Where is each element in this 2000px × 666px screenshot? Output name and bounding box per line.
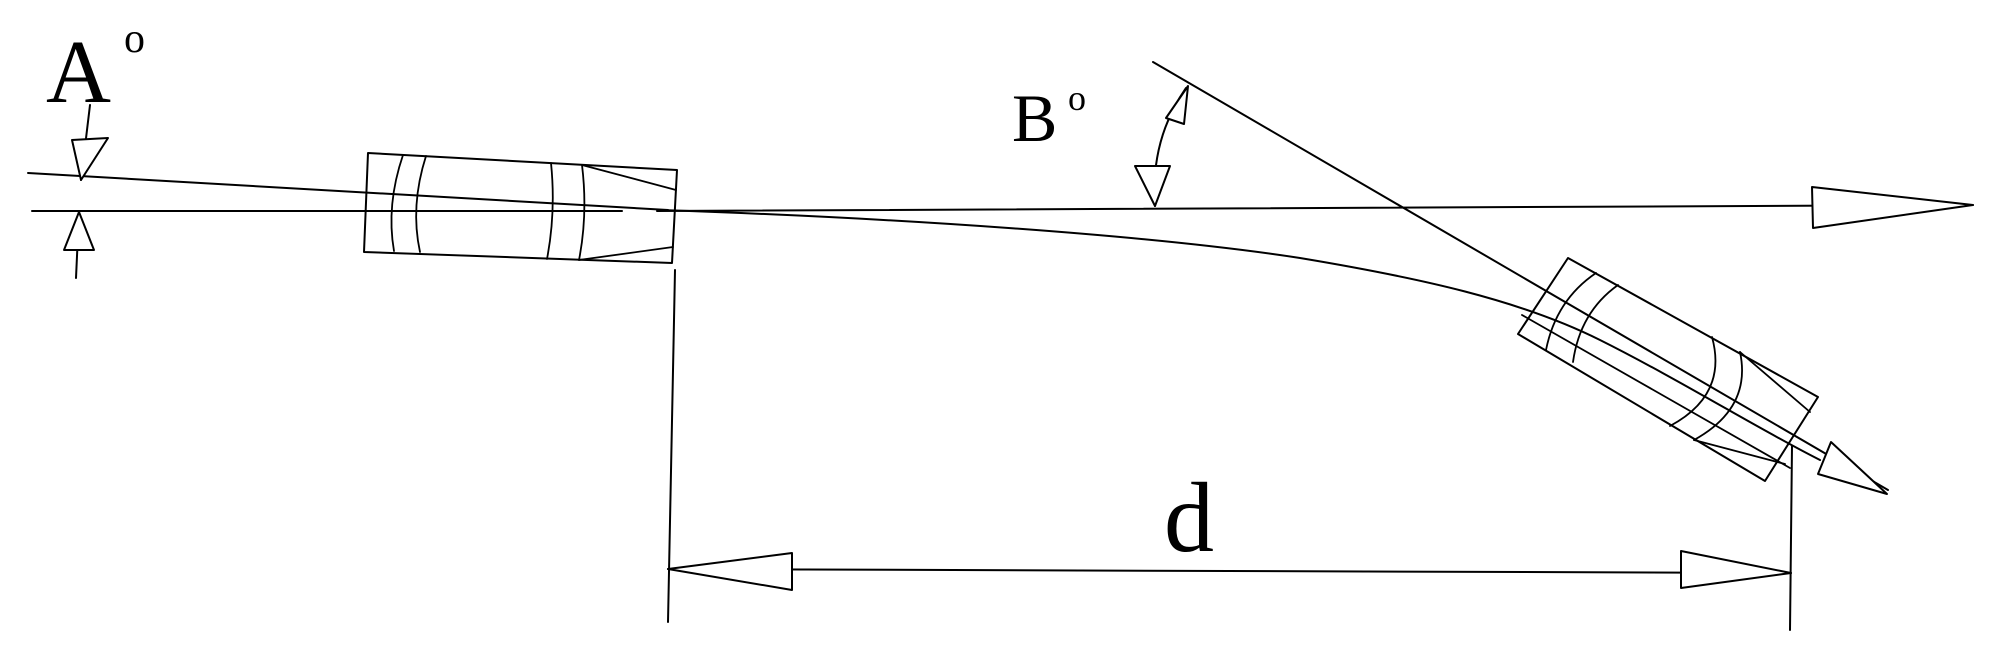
left-tool bbox=[363, 152, 678, 264]
angle-b-label: B bbox=[1012, 80, 1057, 156]
angle-b-degree-symbol: o bbox=[1068, 78, 1086, 118]
angle-b-arrowhead-bottom bbox=[1134, 165, 1171, 207]
left-tool-arc-3 bbox=[546, 162, 554, 260]
right-tool-taper-bottom bbox=[1693, 439, 1786, 465]
angle-a-upper-arrowhead bbox=[71, 137, 109, 181]
left-tool-arc-2 bbox=[415, 155, 427, 253]
angle-b-arrowhead-top bbox=[1165, 85, 1189, 125]
reference-line-arrowhead bbox=[1811, 186, 1974, 229]
dimension-arrowhead-left bbox=[667, 552, 793, 591]
right-tool-arc-2 bbox=[1572, 284, 1619, 363]
dimension-extension-right bbox=[1789, 445, 1793, 631]
left-tool-body bbox=[363, 152, 678, 264]
left-tool-taper-bottom bbox=[578, 246, 674, 261]
left-tool-arc-1 bbox=[390, 154, 404, 252]
right-tool-arc-1 bbox=[1545, 272, 1597, 351]
right-tool-arc-3 bbox=[1669, 336, 1717, 427]
angle-a-lower-arrowhead bbox=[63, 211, 95, 251]
angle-a-degree-symbol: o bbox=[124, 16, 145, 62]
distance-d-label: d bbox=[1164, 462, 1214, 573]
left-tool-taper-top bbox=[581, 164, 677, 191]
reference-line-group bbox=[656, 186, 1974, 229]
right-tool bbox=[1517, 257, 1888, 495]
right-tool-centre-line bbox=[1521, 314, 1791, 469]
right-tool-taper-top bbox=[1739, 351, 1811, 413]
angle-a-label: A bbox=[46, 23, 111, 122]
right-tool-arc-4 bbox=[1693, 351, 1743, 441]
left-tool-arc-4 bbox=[578, 164, 586, 261]
right-tool-tip-arrowhead bbox=[1817, 441, 1888, 495]
curved-trajectory bbox=[659, 209, 1821, 461]
tilted-axis-line bbox=[27, 172, 669, 211]
dimension-d-group bbox=[667, 269, 1793, 631]
angle-b-group bbox=[1134, 61, 1889, 491]
dimension-extension-left bbox=[667, 269, 676, 623]
dimension-arrowhead-right bbox=[1680, 550, 1792, 589]
inclined-axis-line bbox=[1152, 61, 1889, 491]
right-tool-body bbox=[1517, 257, 1819, 482]
dimension-line bbox=[667, 568, 1792, 574]
angle-a-group bbox=[27, 104, 669, 279]
reference-line bbox=[656, 204, 1974, 212]
